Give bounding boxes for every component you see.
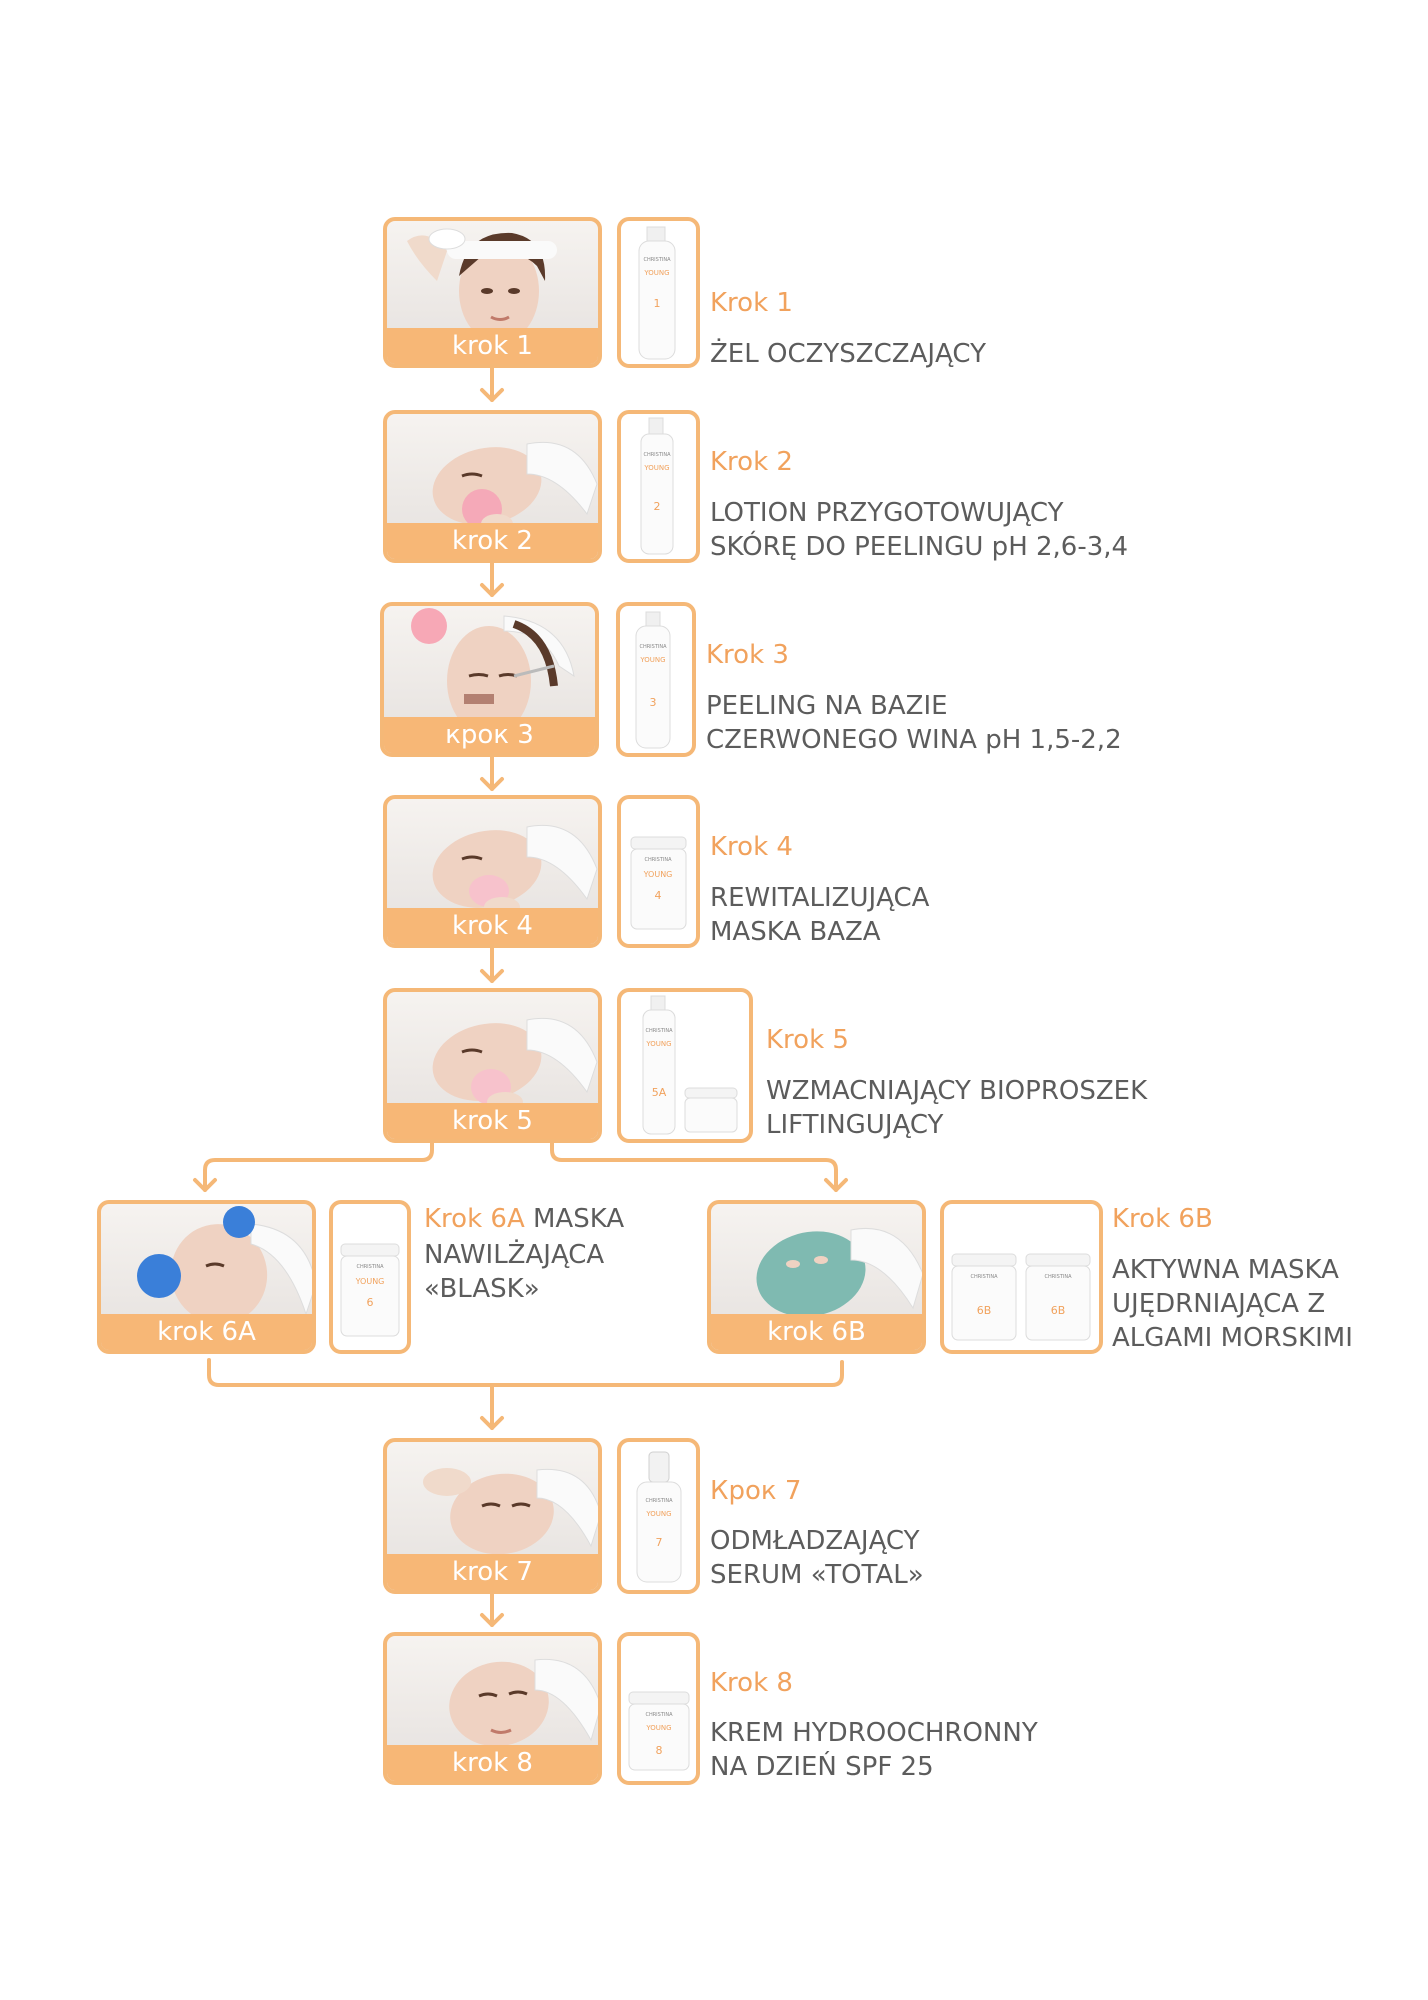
step-photo-label: krok 8 xyxy=(387,1745,598,1781)
step-photo-label: krok 6B xyxy=(711,1314,922,1350)
step-6a-photo: krok 6A xyxy=(97,1200,316,1354)
jar-number: 6B xyxy=(977,1304,992,1317)
bottle-icon: CHRISTINA YOUNG 2 xyxy=(640,417,674,555)
jar-brand: CHRISTINA xyxy=(1044,1274,1072,1280)
step-7-title: Крок 7 xyxy=(710,1476,802,1506)
step-6b-product: CHRISTINA 6B CHRISTINA 6B xyxy=(940,1200,1103,1354)
bottle-number: 1 xyxy=(654,297,661,310)
step-6b-desc: AKTYWNA MASKA UJĘDRNIAJĄCA Z ALGAMI MORS… xyxy=(1112,1255,1353,1353)
jar-number: 4 xyxy=(655,889,662,902)
bottle-number: 3 xyxy=(650,696,657,709)
step-photo-label: krok 4 xyxy=(387,908,598,944)
step-1-product: CHRISTINA YOUNG 1 xyxy=(617,217,700,368)
step-6a-desc: NAWILŻAJĄCA «BLASK» xyxy=(424,1240,605,1304)
jar-brand: CHRISTINA xyxy=(970,1274,998,1280)
serum-bottle-icon: CHRISTINA YOUNG 7 xyxy=(636,1451,682,1583)
bottle-line: YOUNG xyxy=(643,464,669,472)
bottle-line: YOUNG xyxy=(639,656,665,664)
step-photo-label: krok 6A xyxy=(101,1314,312,1350)
step-4-product: CHRISTINA YOUNG 4 xyxy=(617,795,700,948)
step-2-desc: LOTION PRZYGOTOWUJĄCY SKÓRĘ DO PEELINGU … xyxy=(710,498,1129,562)
step-4-desc: REWITALIZUJĄCA MASKA BAZA xyxy=(710,883,930,947)
jar-icon: CHRISTINA YOUNG 8 xyxy=(628,1691,690,1771)
jar-line: YOUNG xyxy=(643,870,673,879)
bottle-brand: CHRISTINA xyxy=(639,644,667,650)
face-illustration xyxy=(384,606,595,753)
step-2-product: CHRISTINA YOUNG 2 xyxy=(617,410,700,563)
jar-icon: CHRISTINA YOUNG 4 xyxy=(630,836,687,930)
step-6b-photo: krok 6B xyxy=(707,1200,926,1354)
step-2-photo: krok 2 xyxy=(383,410,602,563)
step-5-photo: krok 5 xyxy=(383,988,602,1143)
step-5-title: Krok 5 xyxy=(766,1025,849,1055)
step-6a-title: Krok 6A MASKA xyxy=(424,1204,625,1234)
step-3-title: Krok 3 xyxy=(706,640,789,670)
step-7-photo: krok 7 xyxy=(383,1438,602,1594)
step-photo-label: крок 3 xyxy=(384,717,595,753)
bottle-icon: CHRISTINA YOUNG 1 xyxy=(638,226,676,360)
step-5-desc: WZMACNIAJĄCY BIOPROSZEK LIFTINGUJĄCY xyxy=(766,1076,1148,1140)
bottle-and-jar-icon: CHRISTINA YOUNG 5A xyxy=(642,995,738,1135)
jar-brand: CHRISTINA xyxy=(645,1712,673,1718)
bottle-line: YOUNG xyxy=(645,1040,671,1048)
bottle-line: YOUNG xyxy=(643,269,669,277)
step-4-photo: krok 4 xyxy=(383,795,602,948)
step-photo-label: krok 1 xyxy=(387,328,598,364)
step-8-photo: krok 8 xyxy=(383,1632,602,1785)
jar-brand: CHRISTINA xyxy=(644,857,672,863)
jar-line: YOUNG xyxy=(645,1724,671,1732)
bottle-brand: CHRISTINA xyxy=(645,1498,673,1504)
step-7-desc: ODMŁADZAJĄCY SERUM «TOTAL» xyxy=(710,1526,924,1590)
jar-number: 6B xyxy=(1051,1304,1066,1317)
face-illustration xyxy=(101,1204,312,1350)
step-1-desc: ŻEL OCZYSZCZAJĄCY xyxy=(710,339,986,369)
step-photo-label: krok 2 xyxy=(387,523,598,559)
step-3-product: CHRISTINA YOUNG 3 xyxy=(616,602,696,757)
step-photo-label: krok 7 xyxy=(387,1554,598,1590)
step-8-product: CHRISTINA YOUNG 8 xyxy=(617,1632,700,1785)
step-8-desc: KREM HYDROOCHRONNY NA DZIEŃ SPF 25 xyxy=(710,1718,1038,1782)
bottle-number: 2 xyxy=(654,500,661,513)
step-8-title: Krok 8 xyxy=(710,1668,793,1698)
jar-line: YOUNG xyxy=(355,1277,385,1286)
bottle-brand: CHRISTINA xyxy=(643,452,671,458)
step-1-photo: krok 1 xyxy=(383,217,602,368)
step-6b-title: Krok 6B xyxy=(1112,1204,1213,1234)
bottle-line: YOUNG xyxy=(645,1510,671,1518)
step-2-title: Krok 2 xyxy=(710,447,793,477)
bottle-icon: CHRISTINA YOUNG 3 xyxy=(635,611,671,749)
jar-number: 6 xyxy=(367,1296,374,1309)
two-jars-icon: CHRISTINA 6B CHRISTINA 6B xyxy=(951,1253,1091,1341)
step-7-product: CHRISTINA YOUNG 7 xyxy=(617,1438,700,1594)
bottle-brand: CHRISTINA xyxy=(645,1028,673,1034)
face-illustration xyxy=(387,221,598,364)
bottle-number: 5A xyxy=(652,1086,667,1099)
jar-number: 8 xyxy=(656,1744,663,1757)
jar-brand: CHRISTINA xyxy=(356,1264,384,1270)
jar-icon: CHRISTINA YOUNG 6 xyxy=(340,1243,400,1337)
step-photo-label: krok 5 xyxy=(387,1103,598,1139)
step-6a-product: CHRISTINA YOUNG 6 xyxy=(329,1200,411,1354)
step-4-title: Krok 4 xyxy=(710,832,793,862)
step-3-photo: крок 3 xyxy=(380,602,599,757)
bottle-brand: CHRISTINA xyxy=(643,257,671,263)
step-3-desc: PEELING NA BAZIE CZERWONEGO WINA pH 1,5-… xyxy=(706,691,1122,755)
step-1-title: Krok 1 xyxy=(710,288,793,318)
bottle-number: 7 xyxy=(656,1536,663,1549)
step-5-product: CHRISTINA YOUNG 5A xyxy=(617,988,753,1143)
